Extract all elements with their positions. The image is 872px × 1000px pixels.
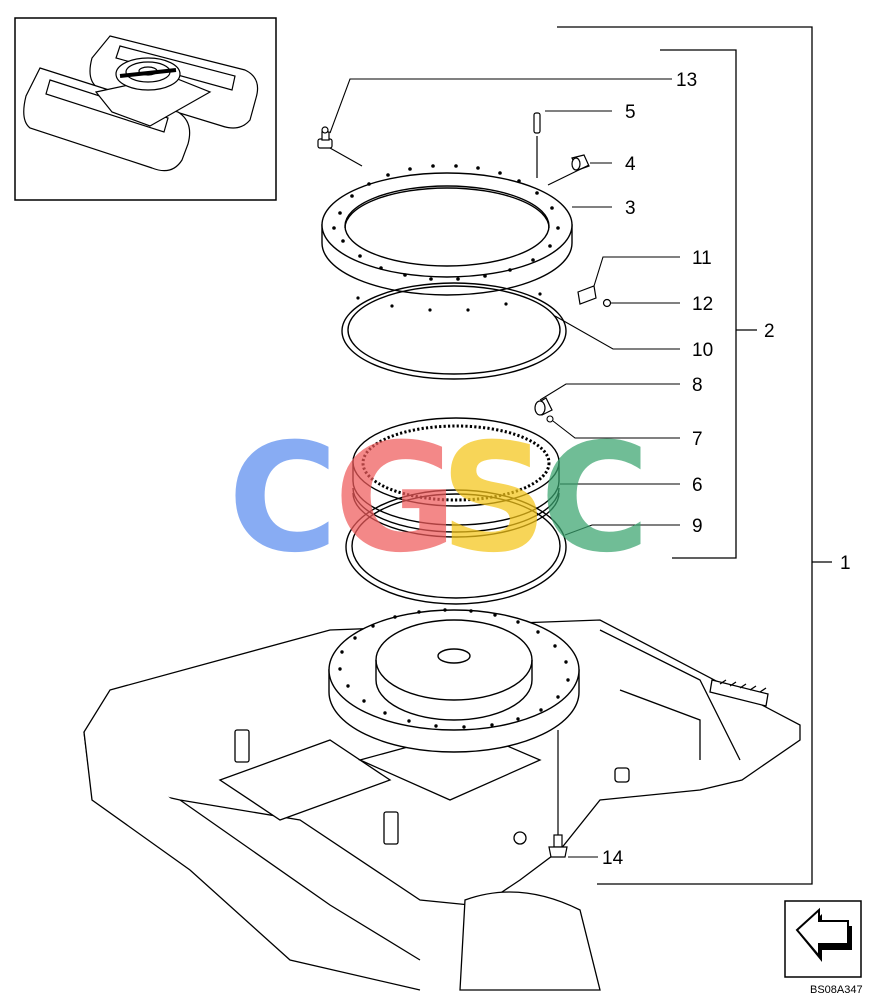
part-7-oring	[546, 415, 554, 423]
watermark-letter-1: C	[228, 412, 338, 586]
watermark-letter-2: G	[334, 412, 457, 586]
callout-14: 14	[602, 848, 624, 869]
part-13-grease-fitting	[317, 126, 333, 149]
watermark-letter-3: S	[440, 412, 548, 586]
frame-ring-bolt-holes	[338, 608, 570, 729]
callout-1: 1	[840, 553, 851, 574]
part-9-seal	[345, 489, 567, 605]
watermark-letter-4: C	[540, 412, 650, 586]
assembly-brackets	[557, 26, 832, 885]
callout-5: 5	[625, 102, 636, 123]
part-10-seal	[341, 282, 567, 380]
drawing-code: BS08A347	[810, 984, 863, 996]
part-3-outer-bearing-ring	[321, 172, 573, 296]
undercarriage-frame	[83, 619, 801, 991]
callout-2: 2	[764, 321, 775, 342]
callout-9: 9	[692, 516, 703, 537]
callout-10: 10	[692, 340, 713, 361]
part-14-bolt	[548, 730, 568, 858]
callout-11: 11	[692, 248, 712, 269]
part-12-screw	[602, 298, 612, 308]
callout-3: 3	[625, 198, 636, 219]
part-11-plate	[577, 285, 597, 305]
watermark: C G S C	[228, 412, 650, 586]
callout-8: 8	[692, 375, 703, 396]
overview-inset	[14, 17, 277, 201]
callout-7: 7	[692, 429, 703, 450]
callout-labels: 13 5 4 3 11 12 2 10 8 7 6 9 1 14	[602, 70, 851, 869]
leader-lines	[329, 78, 680, 858]
next-page-arrow-icon	[795, 907, 852, 962]
frame-mounting-ring	[328, 609, 580, 753]
callout-6: 6	[692, 475, 703, 496]
part-4-plug	[571, 154, 590, 171]
part-8-plug	[534, 397, 553, 416]
part-3-bolt-holes	[332, 164, 560, 312]
callout-12: 12	[692, 294, 713, 315]
next-page-arrow-button[interactable]	[784, 900, 862, 978]
callout-13: 13	[676, 70, 697, 91]
part-5-pin	[533, 112, 541, 178]
callout-4: 4	[625, 154, 636, 175]
